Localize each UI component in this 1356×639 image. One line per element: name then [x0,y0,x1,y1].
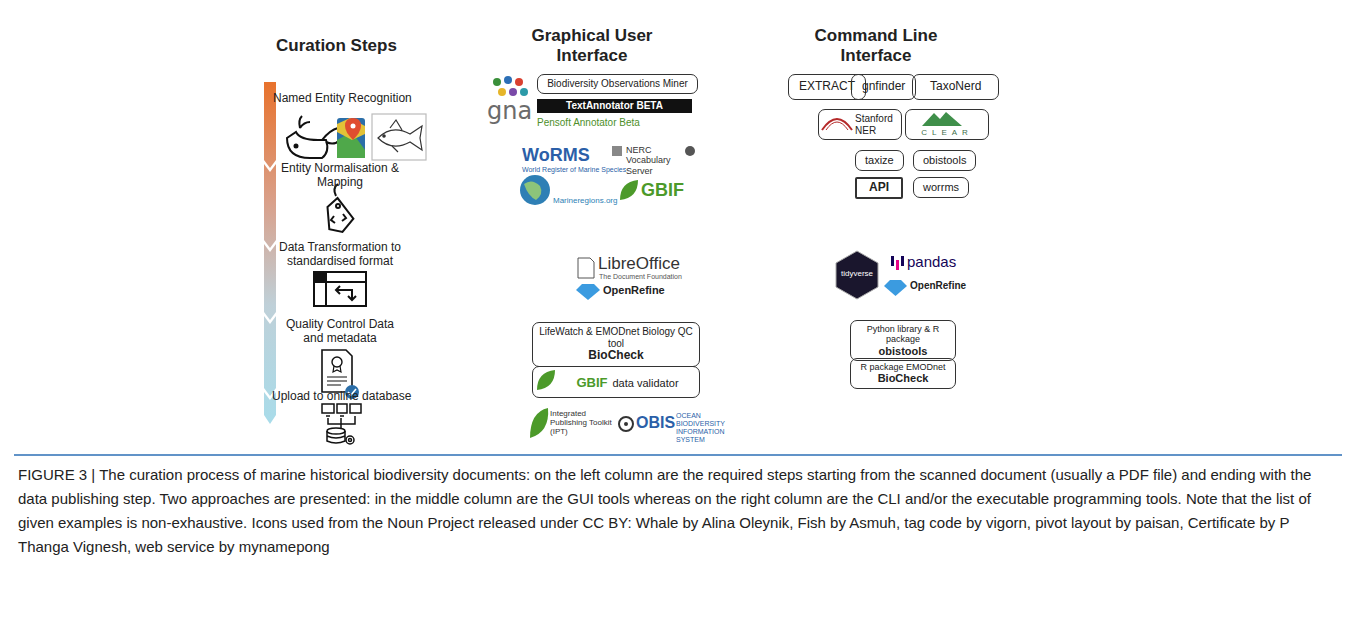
logo-text: Integrated Publishing Toolkit (IPT) [550,409,616,437]
logo-text: gna [487,98,532,126]
fish-icon [372,114,426,160]
libreoffice-logo [578,258,594,278]
logo-text: The Document Foundation [599,273,682,281]
logo-text: WoRMS [522,145,590,166]
logo-text: TextAnnotator BETA [537,99,692,113]
map-icon [337,118,365,158]
stanford-logo [822,119,852,130]
web-service-icon [322,404,361,444]
logo-text: OpenRefine [910,280,966,292]
logo-text: pandas [907,253,956,270]
tool-name: EXTRACT [796,80,858,94]
logo-text: Quality Control Data and metadata [275,318,405,346]
tool-name: BioCheck [855,372,951,385]
tool-box: Stanford NER [818,109,902,140]
column-heading: Curation Steps [276,36,397,56]
gna-logo [493,76,528,96]
tool-name: worrms [920,181,962,194]
logo-text: Marineregions.org [553,196,617,205]
tool-box: GBIF data validator [532,366,700,398]
logo-text: GBIF [641,180,684,201]
logo-text: NERC Vocabulary Server [626,145,686,176]
nerc-logo [612,146,695,156]
logo-text: Entity Normalisation & Mapping [275,162,405,190]
tidyverse-logo [836,251,878,299]
tool-box: Biodiversity Observations Miner [537,74,698,94]
obis-logo [619,417,633,431]
tool-name: Stanford NER [855,113,897,136]
tool-name: obistools [920,154,969,167]
logo-text: OBIS [636,414,675,432]
tool-name: TaxoNerd [927,80,984,94]
clear-logo [922,112,962,126]
logo-text: Pensoft Annotator Beta [537,117,640,129]
tool-name: CLEAR [910,128,984,137]
logo-text: OCEAN BIODIVERSITY INFORMATION SYSTEM [676,412,738,444]
tool-box: R package EMODnetBioCheck [850,358,956,389]
tag-icon [322,184,356,235]
tool-box: taxize [855,150,904,171]
logo-text: Named Entity Recognition [273,92,412,106]
figure-caption: FIGURE 3 | The curation process of marin… [18,463,1336,559]
tool-name: BioCheck [538,349,694,363]
tool-name: gnfinder [859,80,908,94]
gbif-leaf [530,180,638,438]
logo-text: tidyverse [841,269,873,278]
tool-name: data validator [613,377,679,390]
tool-box: CLEAR [905,109,989,140]
tool-box: TaxoNerd [912,74,999,100]
tool-box: EXTRACT [788,74,866,100]
whale-icon [287,116,340,158]
logo-text: LibreOffice [598,254,680,274]
tool-box: LifeWatch & EMODnet Biology QC toolBioCh… [532,322,700,367]
tool-name: API [866,181,892,195]
tool-box: worrms [913,177,969,198]
tool-box: Python library & R packageobistools [850,320,956,361]
marineregions-logo [520,175,550,205]
tool-name: obistools [855,345,951,358]
column-heading: Command Line Interface [801,26,951,65]
tool-box: API [855,177,903,199]
tool-name: LifeWatch & EMODnet Biology QC tool [538,326,694,349]
caption-rule [14,454,1342,456]
pandas-logo [891,256,904,270]
logo-text: Upload to online database [272,390,411,404]
tool-name: R package EMODnet [855,362,951,372]
logo-text: Data Transformation to standardised form… [255,241,425,269]
tool-name: GBIF [576,376,607,391]
pivot-layout-icon [314,272,366,306]
tool-box: gnfinder [851,74,916,100]
column-heading: Graphical User Interface [517,26,667,65]
process-arrow [264,82,276,424]
tool-box: obistools [913,150,976,171]
logo-text: OpenRefine [603,284,665,297]
logo-text: World Register of Marine Species [522,166,626,174]
tool-name: Python library & R package [855,324,951,345]
tool-name: taxize [862,154,897,167]
tool-name: Biodiversity Observations Miner [544,78,691,90]
